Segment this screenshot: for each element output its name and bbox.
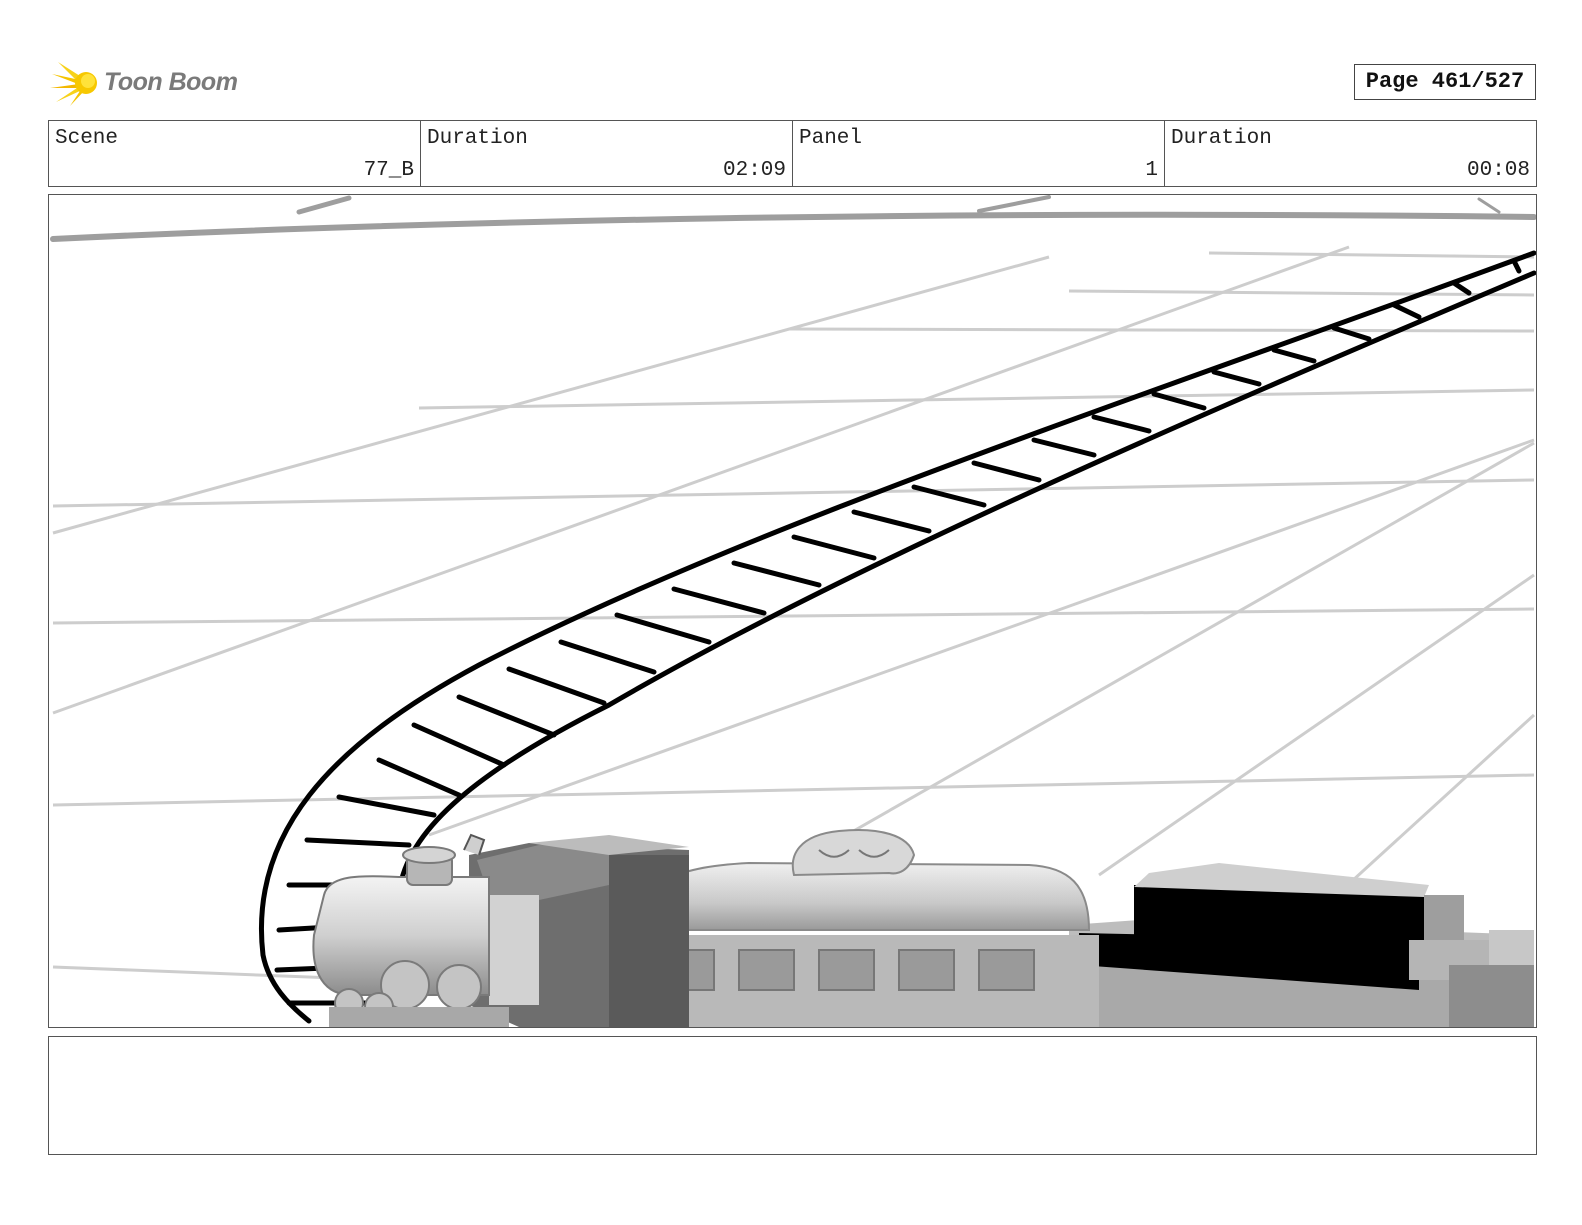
panel-notes-box [48,1036,1537,1155]
scene-duration-label: Duration [427,127,528,150]
scene-duration-cell: Duration 02:09 [421,121,793,186]
panel-info-table: Scene 77_B Duration 02:09 Panel 1 Durati… [48,120,1537,187]
brand-name: Toon Boom [104,67,238,96]
toon-boom-star-icon [50,62,97,106]
toon-boom-logo: Toon Boom [50,56,250,108]
scene-value: 77_B [363,159,414,182]
train-model [312,829,1534,1027]
panel-duration-value: 00:08 [1466,159,1530,182]
page-indicator: Page 461/527 [1354,64,1536,100]
scene-cell: Scene 77_B [49,121,421,186]
panel-duration-cell: Duration 00:08 [1165,121,1536,186]
scene-label: Scene [55,127,119,150]
panel-duration-label: Duration [1171,127,1272,150]
panel-value: 1 [1145,159,1158,182]
scene-duration-value: 02:09 [722,159,786,182]
panel-cell: Panel 1 [793,121,1165,186]
panel-label: Panel [799,127,863,150]
storyboard-panel-image [48,194,1537,1028]
horizon-lines [50,195,1536,242]
floor-grid [52,245,1536,1027]
